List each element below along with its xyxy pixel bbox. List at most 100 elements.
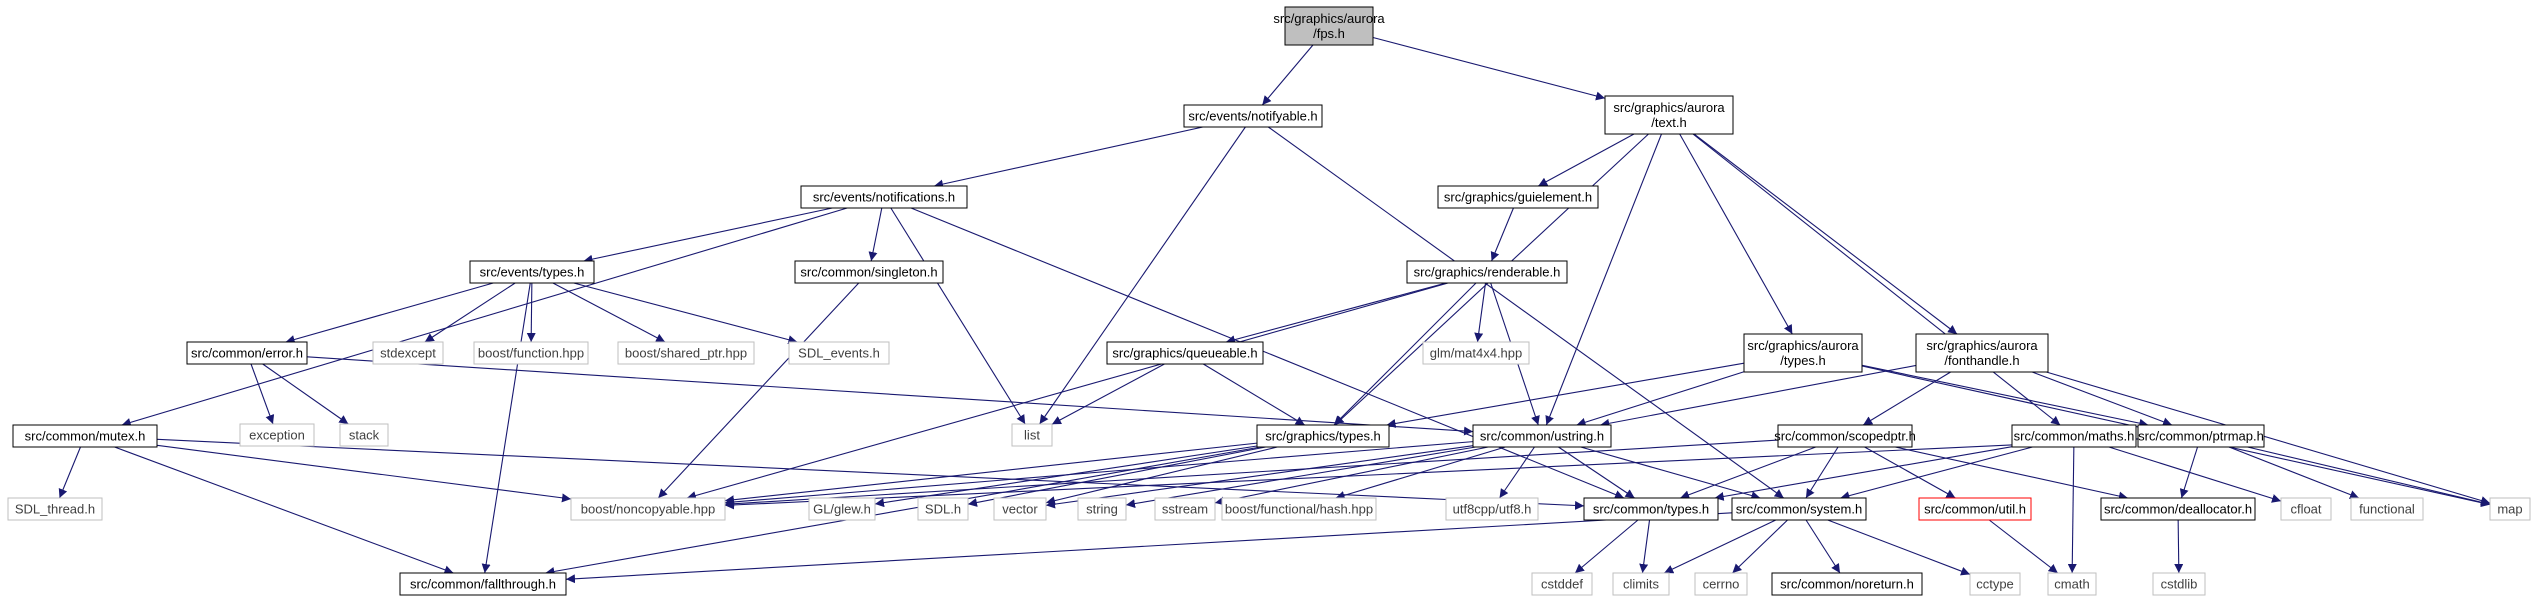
node-box (808, 497, 876, 521)
node-text[interactable]: src/graphics/aurora/text.h (1604, 95, 1734, 135)
node-deallocator[interactable]: src/common/deallocator.h (2100, 497, 2256, 521)
node-label: /text.h (1651, 115, 1686, 130)
node-fallthrough[interactable]: src/common/fallthrough.h (399, 572, 567, 596)
edge-ustring-to-noncopyable (724, 441, 1474, 507)
node-box (2047, 572, 2097, 596)
node-label: src/common/deallocator.h (2104, 502, 2252, 517)
node-box (1183, 104, 1323, 128)
node-ptrmap[interactable]: src/common/ptrmap.h (2137, 424, 2265, 448)
node-gtypes[interactable]: src/graphics/types.h (1256, 424, 1390, 448)
node-fonthandle[interactable]: src/graphics/aurora/fonthandle.h (1915, 333, 2049, 373)
node-util[interactable]: src/common/util.h (1918, 497, 2032, 521)
edge-fps-to-text (1372, 36, 1606, 101)
node-singleton[interactable]: src/common/singleton.h (794, 260, 944, 284)
edge-error-to-stack (262, 363, 349, 425)
edge-fps-to-notifyable (1261, 44, 1314, 106)
edge-auroratypes-to-ustring (1576, 371, 1745, 427)
node-box (1406, 260, 1568, 284)
node-label: stack (349, 428, 380, 443)
edge-notifications-to-mutex (121, 207, 848, 427)
node-scopedptr[interactable]: src/common/scopedptr.h (1774, 424, 1916, 448)
node-label: src/graphics/renderable.h (1414, 265, 1561, 280)
node-system[interactable]: src/common/system.h (1731, 497, 1867, 521)
node-box (1531, 572, 1593, 596)
node-box (1612, 572, 1670, 596)
edge-ctypes-to-climits (1639, 519, 1651, 574)
node-box (2011, 424, 2137, 448)
node-box (1437, 185, 1599, 209)
edge-ustring-to-vector (1045, 445, 1474, 509)
node-boostshared: boost/shared_ptr.hpp (617, 341, 755, 365)
node-error[interactable]: src/common/error.h (186, 341, 308, 365)
node-label: src/graphics/guielement.h (1444, 190, 1592, 205)
node-sstream: sstream (1154, 497, 1216, 521)
node-box (917, 497, 969, 521)
node-box (186, 341, 308, 365)
node-glm: glm/mat4x4.hpp (1422, 341, 1530, 365)
node-box (469, 260, 595, 284)
node-evtypes[interactable]: src/events/types.h (469, 260, 595, 284)
edge-notifications-to-ctypes (910, 207, 1625, 499)
node-notifyable[interactable]: src/events/notifyable.h (1183, 104, 1323, 128)
node-label: cstdlib (2161, 577, 2198, 592)
node-label: SDL_events.h (798, 346, 880, 361)
node-ctypes[interactable]: src/common/types.h (1583, 497, 1719, 521)
node-label: map (2497, 502, 2522, 517)
node-noreturn[interactable]: src/common/noreturn.h (1771, 572, 1923, 596)
node-auroratypes[interactable]: src/graphics/aurora/types.h (1743, 333, 1863, 373)
edge-queueable-to-list (1051, 363, 1165, 425)
node-functional: functional (2350, 497, 2424, 521)
edge-maths-to-system (1840, 446, 2033, 501)
edge-text-to-auroratypes (1679, 133, 1793, 335)
edge-singleton-to-noncopyable (657, 282, 860, 499)
edge-text-to-maths (1692, 133, 2061, 426)
edge-scopedptr-to-noncopyable (724, 439, 1779, 509)
edge-ptrmap-to-noncopyable (724, 438, 2139, 510)
edge-fonthandle-to-ustring (1600, 364, 1917, 428)
node-label: utf8cpp/utf8.h (1453, 502, 1532, 517)
node-label: src/common/ptrmap.h (2138, 429, 2264, 444)
edge-fonthandle-to-ptrmap (2031, 371, 2173, 427)
edge-gtypes-to-sdlh (967, 446, 1266, 507)
node-ustring[interactable]: src/common/ustring.h (1472, 424, 1612, 448)
node-label: src/events/types.h (480, 265, 585, 280)
node-box (617, 341, 755, 365)
node-queueable[interactable]: src/graphics/queueable.h (1106, 341, 1264, 365)
node-box (788, 341, 890, 365)
edge-notifications-to-evtypes (583, 207, 833, 264)
node-label: SDL_thread.h (15, 502, 95, 517)
node-renderable[interactable]: src/graphics/renderable.h (1406, 260, 1568, 284)
edge-evtypes-to-boostshared (552, 282, 666, 343)
node-label: SDL.h (925, 502, 961, 517)
node-fps[interactable]: src/graphics/aurora/fps.h (1273, 6, 1385, 46)
edge-error-to-ustring (306, 356, 1474, 436)
node-box (372, 341, 444, 365)
node-mutex[interactable]: src/common/mutex.h (12, 424, 158, 448)
node-label: glm/mat4x4.hpp (1430, 346, 1523, 361)
node-box (339, 423, 389, 447)
node-notifications[interactable]: src/events/notifications.h (800, 185, 968, 209)
edge-auroratypes-to-ptrmap (1861, 364, 2149, 428)
node-maths[interactable]: src/common/maths.h (2011, 424, 2137, 448)
node-label: exception (249, 428, 305, 443)
edge-fonthandle-to-map (2046, 371, 2491, 505)
node-stdexcept: stdexcept (372, 341, 444, 365)
edge-ustring-to-string (1125, 446, 1476, 508)
dependency-edges (58, 36, 2491, 584)
node-box (1771, 572, 1923, 596)
node-label: src/common/mutex.h (25, 429, 146, 444)
edge-renderable-to-gtypes (1333, 282, 1477, 426)
edge-maths-to-ctypes (1714, 446, 2013, 501)
edge-renderable-to-queueable (1225, 282, 1447, 345)
node-label: cerrno (1703, 577, 1740, 592)
edge-gtypes-to-noncopyable (724, 442, 1258, 505)
edge-gtypes-to-fallthrough (545, 446, 1261, 576)
node-label: cstddef (1541, 577, 1583, 592)
node-label: /fps.h (1313, 26, 1345, 41)
node-sdlevents: SDL_events.h (788, 341, 890, 365)
edge-system-to-noreturn (1805, 519, 1841, 574)
node-label: boost/shared_ptr.hpp (625, 346, 747, 361)
node-box (473, 341, 589, 365)
node-box (800, 185, 968, 209)
node-guielement[interactable]: src/graphics/guielement.h (1437, 185, 1599, 209)
